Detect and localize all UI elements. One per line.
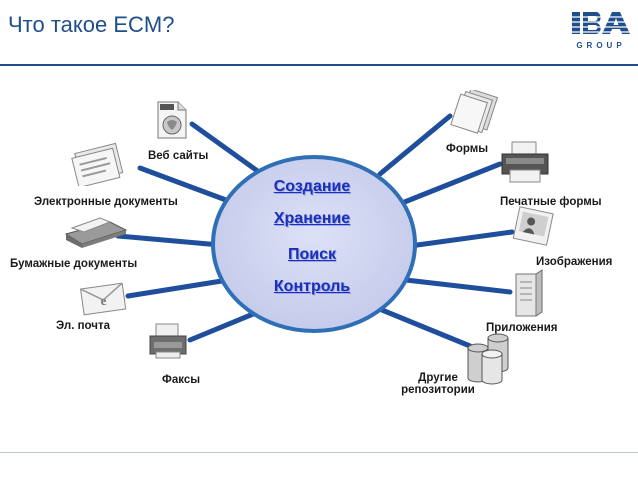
node-label-apps: Приложения [486,322,558,334]
spoke-edocs [137,165,237,206]
svg-text:e: e [99,293,107,309]
fax-icon [149,323,187,359]
printer-icon [501,141,549,183]
center-ellipse [211,155,417,333]
scanner-icon [64,217,128,248]
node-label-web: Веб сайты [148,150,209,162]
slide-title: Что такое ECM? [8,12,175,37]
server-icon [515,269,543,317]
center-item-store: Хранение [273,210,351,227]
spoke-images [407,229,515,249]
web-page-icon [157,101,187,139]
forms-stack-icon [450,90,499,134]
logo-group-text: GROUP [576,41,625,50]
envelope-icon: e [79,282,127,316]
node-label-fax: Факсы [162,374,201,386]
spoke-repo [379,307,473,349]
footer-divider [0,452,638,453]
node-label-images: Изображения [536,256,613,268]
node-label-repo: Другие репозитории [398,372,478,396]
documents-stack-icon [71,142,124,186]
center-item-control: Контроль [273,278,351,295]
node-label-forms: Формы [446,143,489,155]
spoke-forms [377,113,453,177]
spoke-paper [115,233,223,248]
node-label-edocs: Электронные документы [34,196,178,208]
node-label-repo-line2: репозитории [401,384,475,396]
spoke-fax [187,309,261,343]
node-label-email: Эл. почта [56,320,110,332]
node-label-printed: Печатные формы [500,196,602,208]
node-label-paper: Бумажные документы [10,258,138,270]
image-document-icon [512,206,554,246]
spoke-printed [399,161,503,206]
spoke-email [125,277,231,299]
node-label-repo-line1: Другие [418,372,458,384]
iba-group-logo: GROUP [570,12,630,50]
header-divider [0,64,638,66]
spokes [115,113,515,349]
center-item-create: Создание [273,178,351,195]
center-item-search: Поиск [287,246,336,263]
spoke-apps [403,277,513,295]
database-icon [467,333,509,385]
